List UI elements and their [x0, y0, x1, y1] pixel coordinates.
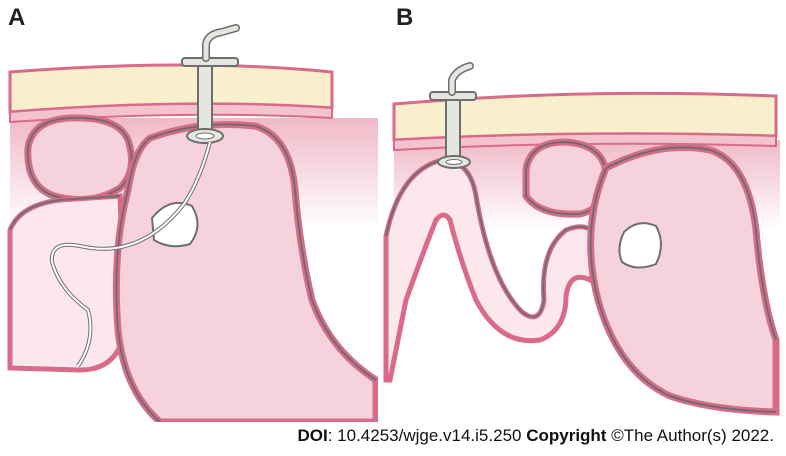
jejunum	[7, 193, 128, 373]
jejunostomy-tube	[445, 97, 461, 159]
pylorus-opening-b	[618, 222, 662, 269]
jejunal-extension	[50, 141, 211, 367]
copyright-label: Copyright	[526, 426, 607, 445]
doi-label: DOI	[297, 426, 328, 445]
external-bolster	[181, 57, 239, 67]
panel-b-label: B	[396, 4, 414, 31]
jejunum-edge-top	[9, 195, 121, 231]
panel-a-label: A	[8, 4, 26, 31]
internal-bumper-b-hole	[445, 159, 463, 165]
tube-connector	[203, 25, 239, 61]
stomach-outline	[115, 123, 377, 422]
panel-a-illustration	[7, 24, 378, 422]
abdominal-wall-muscle-b	[393, 132, 777, 152]
doi-value: : 10.4253/wjge.v14.i5.250	[327, 426, 527, 445]
stomach-b	[587, 143, 780, 416]
stomach-b-outline	[589, 146, 777, 413]
small-bowel-loop	[24, 114, 136, 204]
pylorus-opening	[150, 202, 199, 248]
gastrostomy-tube	[197, 63, 213, 139]
tube-connector-b	[449, 63, 473, 95]
figure-credit: DOI: 10.4253/wjge.v14.i5.250 Copyright ©…	[297, 426, 774, 446]
panel-b-illustration	[383, 62, 780, 416]
internal-bumper-hole	[195, 132, 215, 140]
copyright-value: ©The Author(s) 2022.	[606, 426, 774, 445]
